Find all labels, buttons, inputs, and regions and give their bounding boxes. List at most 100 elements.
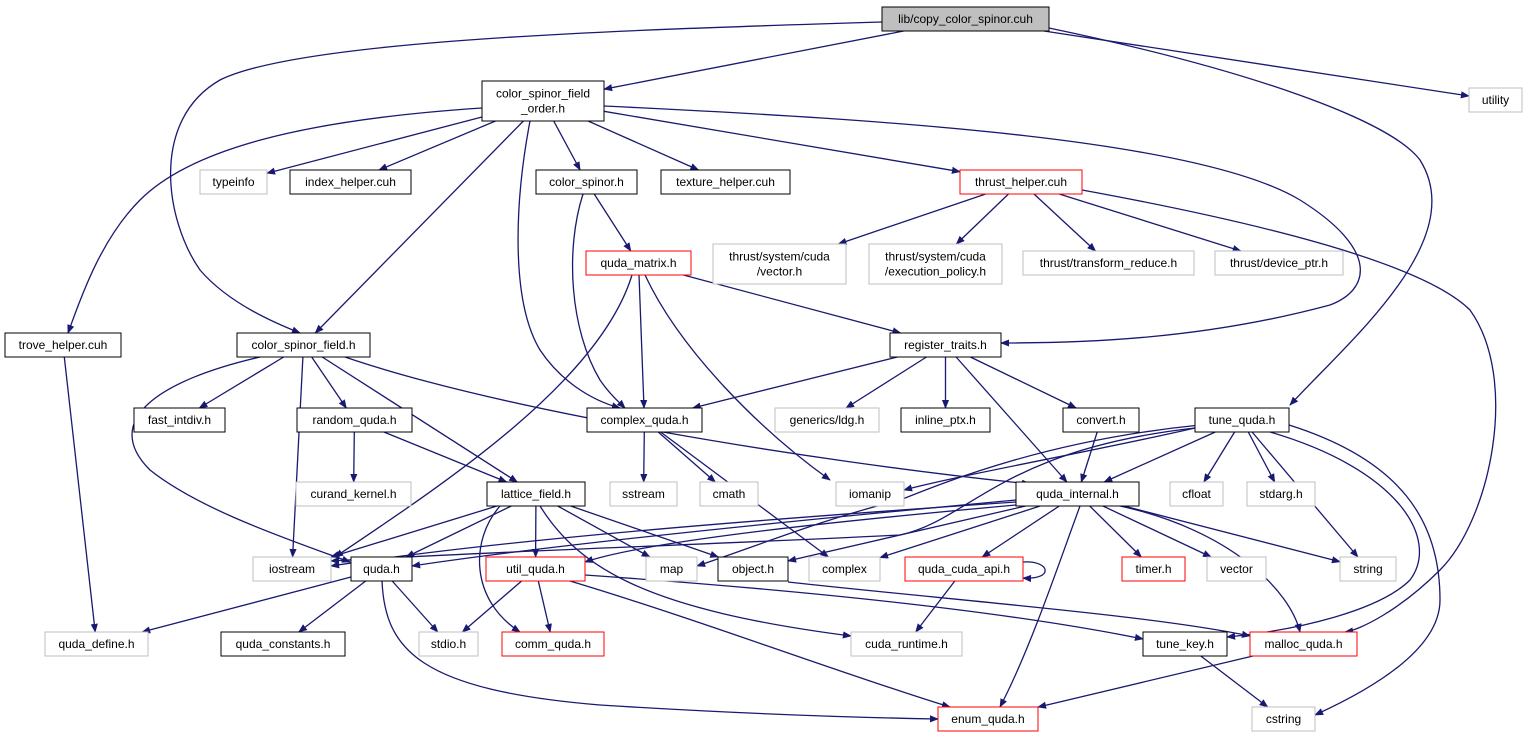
edge-tune_quda-to-iomanip bbox=[903, 427, 1196, 492]
node-label-color_spinor: color_spinor.h bbox=[549, 175, 624, 189]
node-quda_matrix[interactable]: quda_matrix.h bbox=[585, 250, 692, 276]
edge-util_quda-to-stdio bbox=[461, 580, 523, 633]
edge-quda_internal-to-object_h bbox=[787, 505, 1026, 563]
node-box-timer bbox=[1121, 556, 1186, 582]
edge-quda_h-to-quda_constants bbox=[298, 580, 367, 633]
edge-lattice_field-to-comm_quda bbox=[478, 505, 521, 633]
node-register_traits[interactable]: register_traits.h bbox=[889, 332, 1002, 358]
node-convert[interactable]: convert.h bbox=[1062, 407, 1140, 433]
edge-register_traits-to-complex_quda bbox=[691, 356, 898, 410]
node-label-map: map bbox=[660, 562, 684, 576]
edge-color_spinor_field_order-to-color_spinor_field bbox=[314, 120, 524, 334]
node-index_helper[interactable]: index_helper.cuh bbox=[289, 169, 412, 195]
node-label-tune_key: tune_key.h bbox=[1156, 637, 1214, 651]
node-quda_internal[interactable]: quda_internal.h bbox=[1015, 481, 1140, 507]
edge-object_h-to-malloc_quda bbox=[787, 581, 1251, 638]
edge-color_spinor_field_order-to-color_spinor bbox=[553, 120, 581, 171]
node-cmath[interactable]: cmath bbox=[699, 481, 759, 507]
node-tune_quda[interactable]: tune_quda.h bbox=[1194, 407, 1290, 433]
node-box-util_quda bbox=[485, 556, 586, 582]
node-label-timer: timer.h bbox=[1135, 562, 1171, 576]
node-box-inline_ptx bbox=[900, 407, 991, 433]
node-label-stdarg: stdarg.h bbox=[1259, 487, 1302, 501]
node-label-inline_ptx: inline_ptx.h bbox=[915, 413, 976, 427]
node-quda_cuda_api[interactable]: quda_cuda_api.h bbox=[904, 556, 1024, 582]
node-box-object_h bbox=[717, 556, 789, 582]
node-thrust_exec[interactable]: thrust/system/cuda/execution_policy.h bbox=[868, 243, 1003, 285]
node-lattice_field[interactable]: lattice_field.h bbox=[486, 481, 586, 507]
node-quda_constants[interactable]: quda_constants.h bbox=[220, 631, 346, 657]
node-sstream[interactable]: sstream bbox=[609, 481, 678, 507]
node-box-color_spinor_field_order bbox=[481, 80, 605, 122]
edge-copy_color_spinor-to-color_spinor_field bbox=[169, 21, 883, 334]
node-box-thrust_ptr bbox=[1214, 250, 1344, 276]
node-thrust_vector[interactable]: thrust/system/cuda/vector.h bbox=[712, 243, 847, 285]
node-box-cfloat bbox=[1169, 481, 1224, 507]
node-box-iomanip bbox=[835, 481, 905, 507]
node-curand_kernel[interactable]: curand_kernel.h bbox=[295, 481, 412, 507]
node-complex_quda[interactable]: complex_quda.h bbox=[586, 407, 703, 433]
node-cfloat[interactable]: cfloat bbox=[1169, 481, 1224, 507]
node-label-stdio: stdio.h bbox=[431, 637, 466, 651]
edge-quda_cuda_api-to-quda_cuda_api bbox=[1022, 561, 1046, 583]
node-inline_ptx[interactable]: inline_ptx.h bbox=[900, 407, 991, 433]
node-object_h[interactable]: object.h bbox=[717, 556, 789, 582]
node-thrust_helper[interactable]: thrust_helper.cuh bbox=[959, 169, 1083, 195]
node-box-convert bbox=[1062, 407, 1140, 433]
node-iostream[interactable]: iostream bbox=[252, 556, 332, 582]
node-color_spinor[interactable]: color_spinor.h bbox=[535, 169, 638, 195]
edge-util_quda-to-tune_key bbox=[584, 574, 1144, 641]
node-box-complex bbox=[808, 556, 881, 582]
node-stdarg[interactable]: stdarg.h bbox=[1246, 481, 1316, 507]
edge-quda_matrix-to-complex_quda bbox=[638, 274, 648, 409]
node-box-texture_helper bbox=[660, 169, 791, 195]
node-label-cmath: cmath bbox=[713, 487, 746, 501]
edge-lattice_field-to-iostream bbox=[330, 505, 498, 559]
node-box-quda_define bbox=[44, 631, 149, 657]
node-color_spinor_field[interactable]: color_spinor_field.h bbox=[236, 332, 371, 358]
node-quda_define[interactable]: quda_define.h bbox=[44, 631, 149, 657]
node-cstring[interactable]: cstring bbox=[1251, 706, 1316, 732]
node-label-lattice_field: lattice_field.h bbox=[501, 487, 571, 501]
node-label-color_spinor_field: color_spinor_field.h bbox=[251, 338, 355, 352]
node-iomanip[interactable]: iomanip bbox=[835, 481, 905, 507]
node-generics_ldg[interactable]: generics/ldg.h bbox=[774, 407, 880, 433]
node-label-quda_matrix: quda_matrix.h bbox=[600, 256, 676, 270]
edge-quda_internal-to-iostream bbox=[330, 501, 1017, 569]
node-cuda_runtime[interactable]: cuda_runtime.h bbox=[850, 631, 963, 657]
nodes-layer: lib/copy_color_spinor.cuhcolor_spinor_fi… bbox=[4, 6, 1523, 732]
node-map[interactable]: map bbox=[645, 556, 698, 582]
node-malloc_quda[interactable]: malloc_quda.h bbox=[1249, 631, 1358, 657]
node-tune_key[interactable]: tune_key.h bbox=[1142, 631, 1228, 657]
node-typeinfo[interactable]: typeinfo bbox=[199, 169, 268, 195]
node-trove_helper[interactable]: trove_helper.cuh bbox=[4, 332, 122, 358]
node-util_quda[interactable]: util_quda.h bbox=[485, 556, 586, 582]
node-enum_quda[interactable]: enum_quda.h bbox=[937, 706, 1039, 732]
node-fast_intdiv[interactable]: fast_intdiv.h bbox=[133, 407, 226, 433]
node-quda_h[interactable]: quda.h bbox=[350, 556, 413, 582]
node-texture_helper[interactable]: texture_helper.cuh bbox=[660, 169, 791, 195]
node-box-comm_quda bbox=[501, 631, 605, 657]
node-label-generics_ldg: generics/ldg.h bbox=[790, 413, 865, 427]
edge-util_quda-to-enum_quda bbox=[569, 580, 951, 709]
node-box-color_spinor bbox=[535, 169, 638, 195]
node-box-quda_matrix bbox=[585, 250, 692, 276]
node-timer[interactable]: timer.h bbox=[1121, 556, 1186, 582]
node-utility[interactable]: utility bbox=[1468, 87, 1523, 113]
node-random_quda[interactable]: random_quda.h bbox=[296, 407, 413, 433]
node-comm_quda[interactable]: comm_quda.h bbox=[501, 631, 605, 657]
node-complex[interactable]: complex bbox=[808, 556, 881, 582]
edge-copy_color_spinor-to-utility bbox=[1043, 30, 1470, 99]
node-thrust_reduce[interactable]: thrust/transform_reduce.h bbox=[1022, 250, 1195, 276]
node-box-map bbox=[645, 556, 698, 582]
node-stdio[interactable]: stdio.h bbox=[418, 631, 479, 657]
node-thrust_ptr[interactable]: thrust/device_ptr.h bbox=[1214, 250, 1344, 276]
node-label-thrust_exec: thrust/system/cuda bbox=[885, 250, 986, 264]
node-string[interactable]: string bbox=[1339, 556, 1397, 582]
node-vector[interactable]: vector bbox=[1206, 556, 1267, 582]
node-color_spinor_field_order[interactable]: color_spinor_field_order.h bbox=[481, 80, 605, 122]
node-box-string bbox=[1339, 556, 1397, 582]
edge-tune_key-to-cstring bbox=[1200, 655, 1269, 708]
edge-lattice_field-to-object_h bbox=[570, 505, 720, 558]
